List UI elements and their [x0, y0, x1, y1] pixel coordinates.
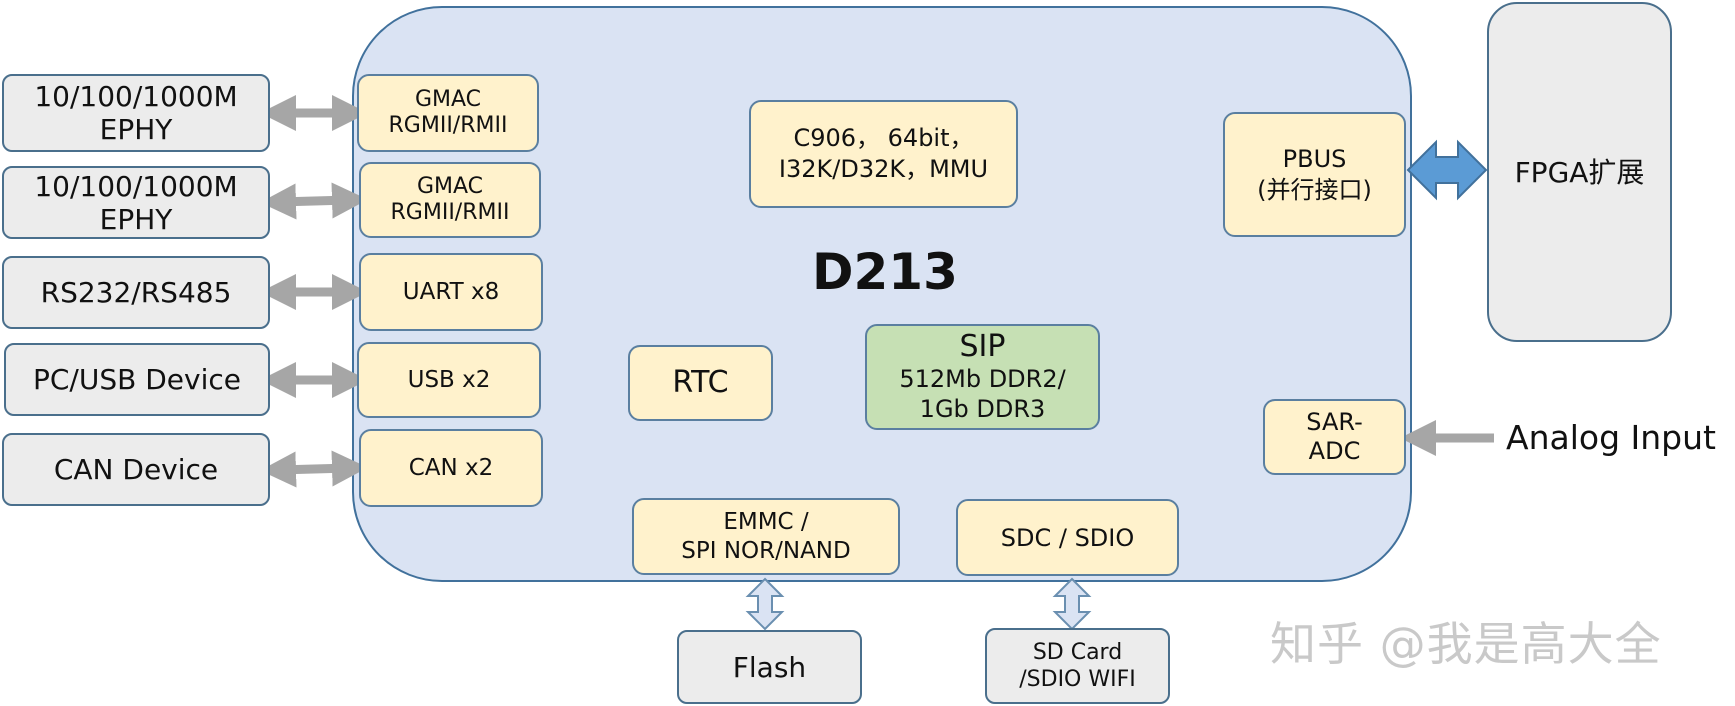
arrow-ephy2-gmac2 — [260, 182, 368, 220]
uart-module: UART x8 — [359, 253, 543, 331]
chip-title: D213 — [812, 243, 958, 301]
sd-card-box: SD Card /SDIO WIFI — [985, 628, 1170, 704]
pc-usb-device-box: PC/USB Device — [4, 343, 270, 416]
arrow-emmc-flash — [745, 577, 785, 631]
uart-label: UART x8 — [402, 279, 500, 305]
cpu-line1: C906， 64bit， — [793, 124, 974, 152]
ephy-box-2: 10/100/1000M EPHY — [2, 166, 270, 239]
ephy-2-line1: 10/100/1000M — [34, 169, 238, 203]
usb-label: USB x2 — [407, 367, 491, 393]
ephy-box-1: 10/100/1000M EPHY — [2, 74, 270, 152]
ephy-1-line1: 10/100/1000M — [34, 80, 238, 113]
sd-card-line1: SD Card — [1032, 640, 1123, 665]
arrow-pbus-fpga — [1406, 139, 1488, 201]
flash-box: Flash — [677, 630, 862, 704]
sip-module: SIP 512Mb DDR2/ 1Gb DDR3 — [865, 324, 1100, 430]
pbus-line1: PBUS — [1282, 144, 1347, 173]
rs232-rs485-label: RS232/RS485 — [40, 276, 232, 309]
fpga-box: FPGA扩展 — [1487, 2, 1672, 342]
pbus-module: PBUS (并行接口) — [1223, 112, 1406, 237]
ephy-1-line2: EPHY — [99, 113, 173, 146]
arrow-can-device-can — [260, 450, 368, 488]
gmac-2-line1: GMAC — [416, 174, 484, 199]
can-device-label: CAN Device — [53, 453, 219, 486]
sar-adc-line1: SAR- — [1306, 408, 1363, 436]
cpu-module: C906， 64bit， I32K/D32K，MMU — [749, 100, 1018, 208]
emmc-module: EMMC / SPI NOR/NAND — [632, 498, 900, 575]
gmac-module-2: GMAC RGMII/RMII — [359, 162, 541, 238]
gmac-1-line2: RGMII/RMII — [388, 113, 508, 138]
pbus-line2: (并行接口) — [1257, 175, 1372, 204]
arrow-sdc-sdcard — [1052, 577, 1092, 631]
sip-line2: 1Gb DDR3 — [919, 395, 1046, 423]
ephy-2-line2: EPHY — [99, 202, 173, 236]
rs232-rs485-box: RS232/RS485 — [2, 256, 270, 329]
sd-card-line2: /SDIO WIFI — [1019, 667, 1136, 692]
fpga-label: FPGA扩展 — [1514, 155, 1645, 189]
sar-adc-module: SAR- ADC — [1263, 399, 1406, 475]
emmc-line2: SPI NOR/NAND — [681, 537, 851, 564]
flash-label: Flash — [732, 650, 807, 684]
sar-adc-line2: ADC — [1308, 437, 1361, 465]
analog-input-label: Analog Input — [1506, 418, 1716, 457]
can-module: CAN x2 — [359, 429, 543, 507]
sdc-module: SDC / SDIO — [956, 499, 1179, 576]
rtc-label: RTC — [672, 365, 729, 400]
gmac-1-line1: GMAC — [414, 87, 482, 112]
sip-line1: 512Mb DDR2/ — [899, 365, 1066, 393]
can-device-box: CAN Device — [2, 433, 270, 506]
usb-module: USB x2 — [357, 342, 541, 418]
sip-title: SIP — [959, 329, 1006, 364]
cpu-line2: I32K/D32K，MMU — [778, 155, 989, 183]
rtc-module: RTC — [628, 345, 773, 421]
pc-usb-device-label: PC/USB Device — [32, 363, 241, 396]
watermark: 知乎 @我是高大全 — [1270, 617, 1662, 671]
gmac-module-1: GMAC RGMII/RMII — [357, 74, 539, 152]
gmac-2-line2: RGMII/RMII — [390, 200, 510, 225]
sdc-label: SDC / SDIO — [1000, 523, 1135, 552]
emmc-line1: EMMC / — [723, 508, 809, 535]
can-label: CAN x2 — [408, 455, 494, 481]
